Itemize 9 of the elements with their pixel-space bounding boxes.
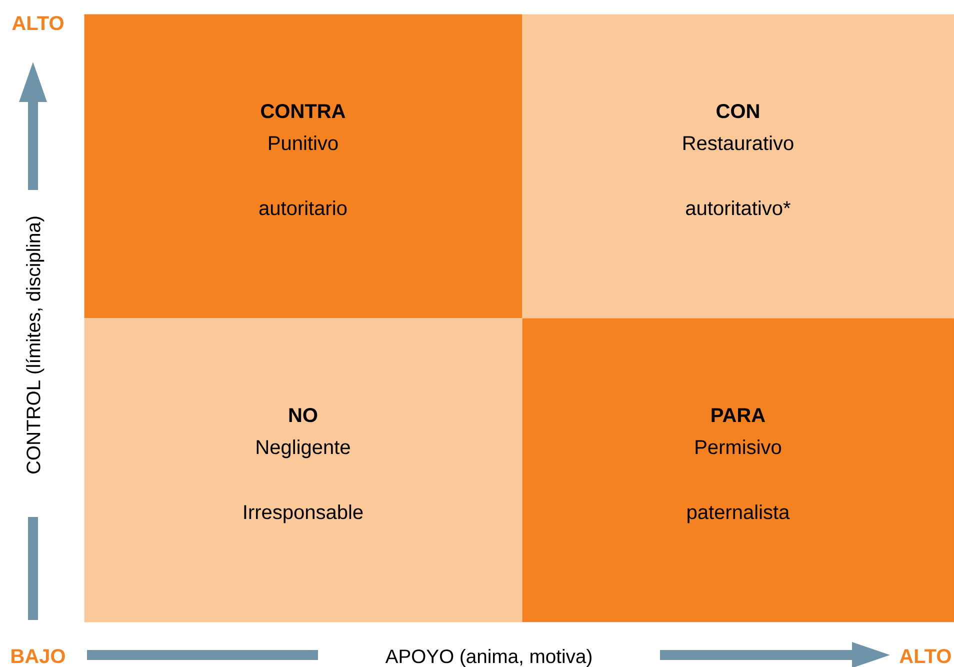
axis-title: CONTROL (límites, disciplina) <box>26 216 44 474</box>
axis-end-label: ALTO <box>12 16 64 30</box>
quadrant-box: NO Negligente Irresponsable <box>84 318 522 622</box>
axis-end-label: BAJO <box>12 649 65 664</box>
axis-end-label: ALTO <box>900 649 951 664</box>
quadrant-box: CONTRA Punitivo autoritario <box>84 14 522 318</box>
quadrant-box: CON Restaurativo autoritativo* <box>522 14 954 318</box>
axis-title: APOYO (anima, motiva) <box>385 648 592 667</box>
quadrant-box: PARA Permisivo paternalista <box>522 318 954 622</box>
